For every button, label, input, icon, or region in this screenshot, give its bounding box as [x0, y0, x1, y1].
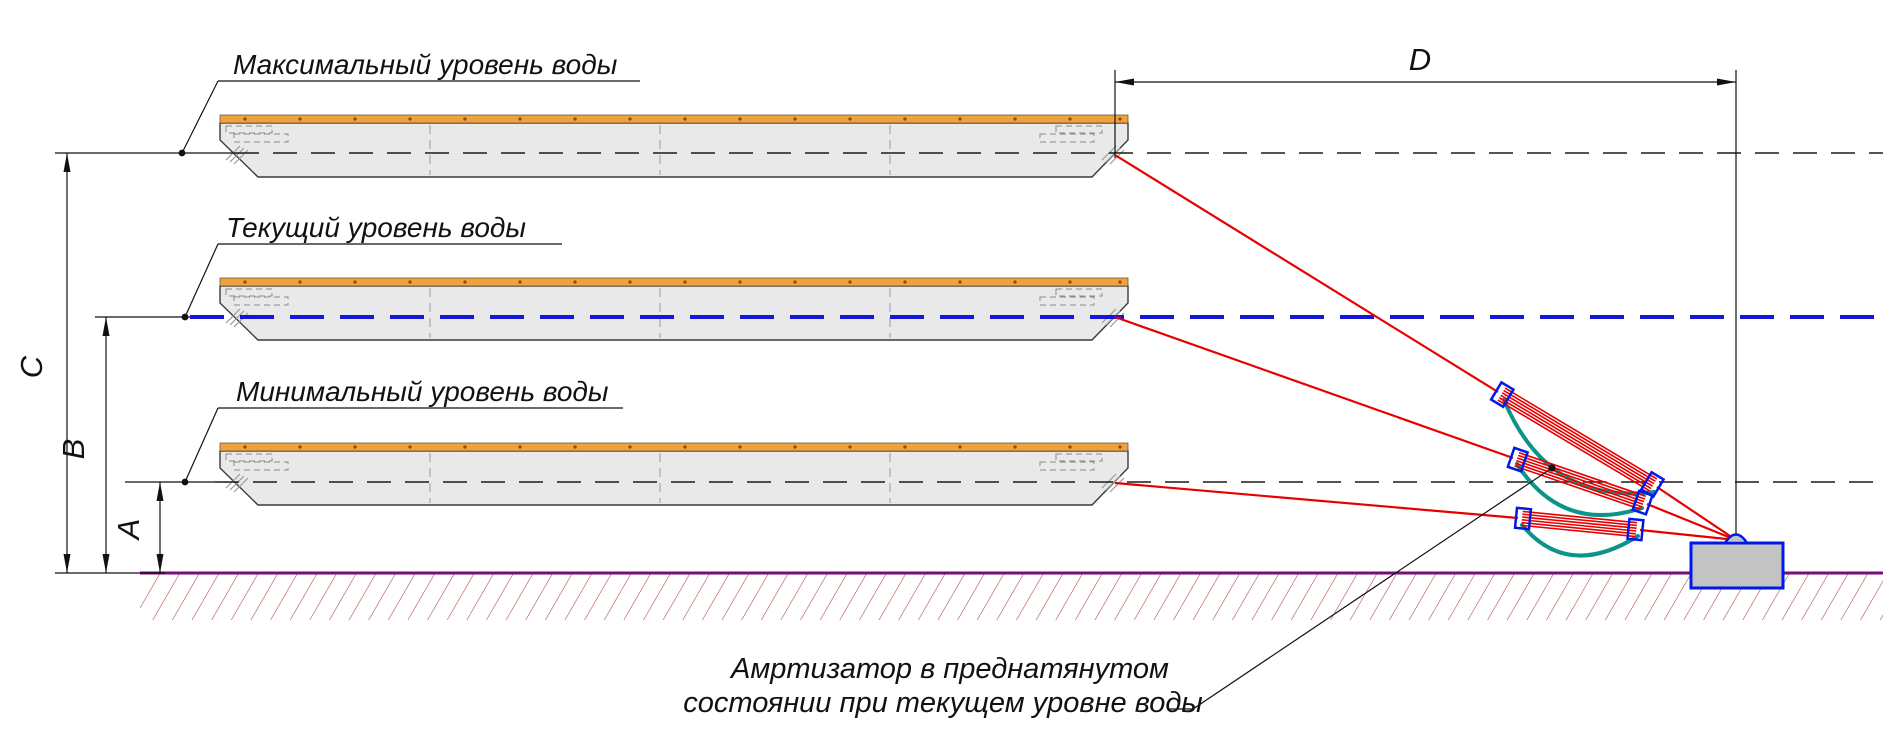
dimension-d: D — [1114, 42, 1737, 541]
slack-rope-current — [1515, 462, 1644, 517]
leader-min-level: Минимальный уровень воды — [181, 376, 623, 486]
shock-absorber-note-line2: состоянии при текущем уровне воды — [683, 687, 1202, 719]
leader-shock-absorber: Амртизатор в преднатянутом состоянии при… — [683, 464, 1556, 719]
dimension-b-label: B — [56, 439, 91, 460]
pontoon-at-max-level — [219, 114, 1129, 178]
mooring-line-min — [1114, 481, 1737, 542]
dimension-c-label: C — [14, 355, 49, 378]
dimension-a-label: A — [111, 519, 146, 542]
dimension-c: C — [14, 153, 71, 573]
shock-absorber-unit-min — [1513, 506, 1645, 542]
shock-absorber-note-line1: Амртизатор в преднатянутом — [729, 653, 1169, 685]
current-level-label: Текущий уровень воды — [226, 212, 526, 243]
dimension-d-label: D — [1409, 42, 1431, 77]
dimension-b: B — [56, 317, 110, 573]
slack-rope-min — [1520, 523, 1640, 558]
pontoon-at-min-level — [219, 442, 1129, 506]
mooring-line-current — [1114, 315, 1737, 542]
pontoon-at-current-level — [219, 277, 1129, 341]
shock-absorber-unit-current — [1506, 446, 1654, 516]
anchor-block — [1689, 541, 1785, 590]
leader-current-level: Текущий уровень воды — [181, 212, 562, 321]
leader-max-level: Максимальный уровень воды — [178, 49, 640, 157]
ground-hatch — [140, 574, 1883, 620]
max-level-label: Максимальный уровень воды — [233, 49, 618, 80]
dimension-a: A — [111, 482, 164, 573]
anchor-lug — [1722, 533, 1750, 545]
min-level-label: Минимальный уровень воды — [236, 376, 609, 407]
mooring-line-max — [1114, 154, 1737, 541]
